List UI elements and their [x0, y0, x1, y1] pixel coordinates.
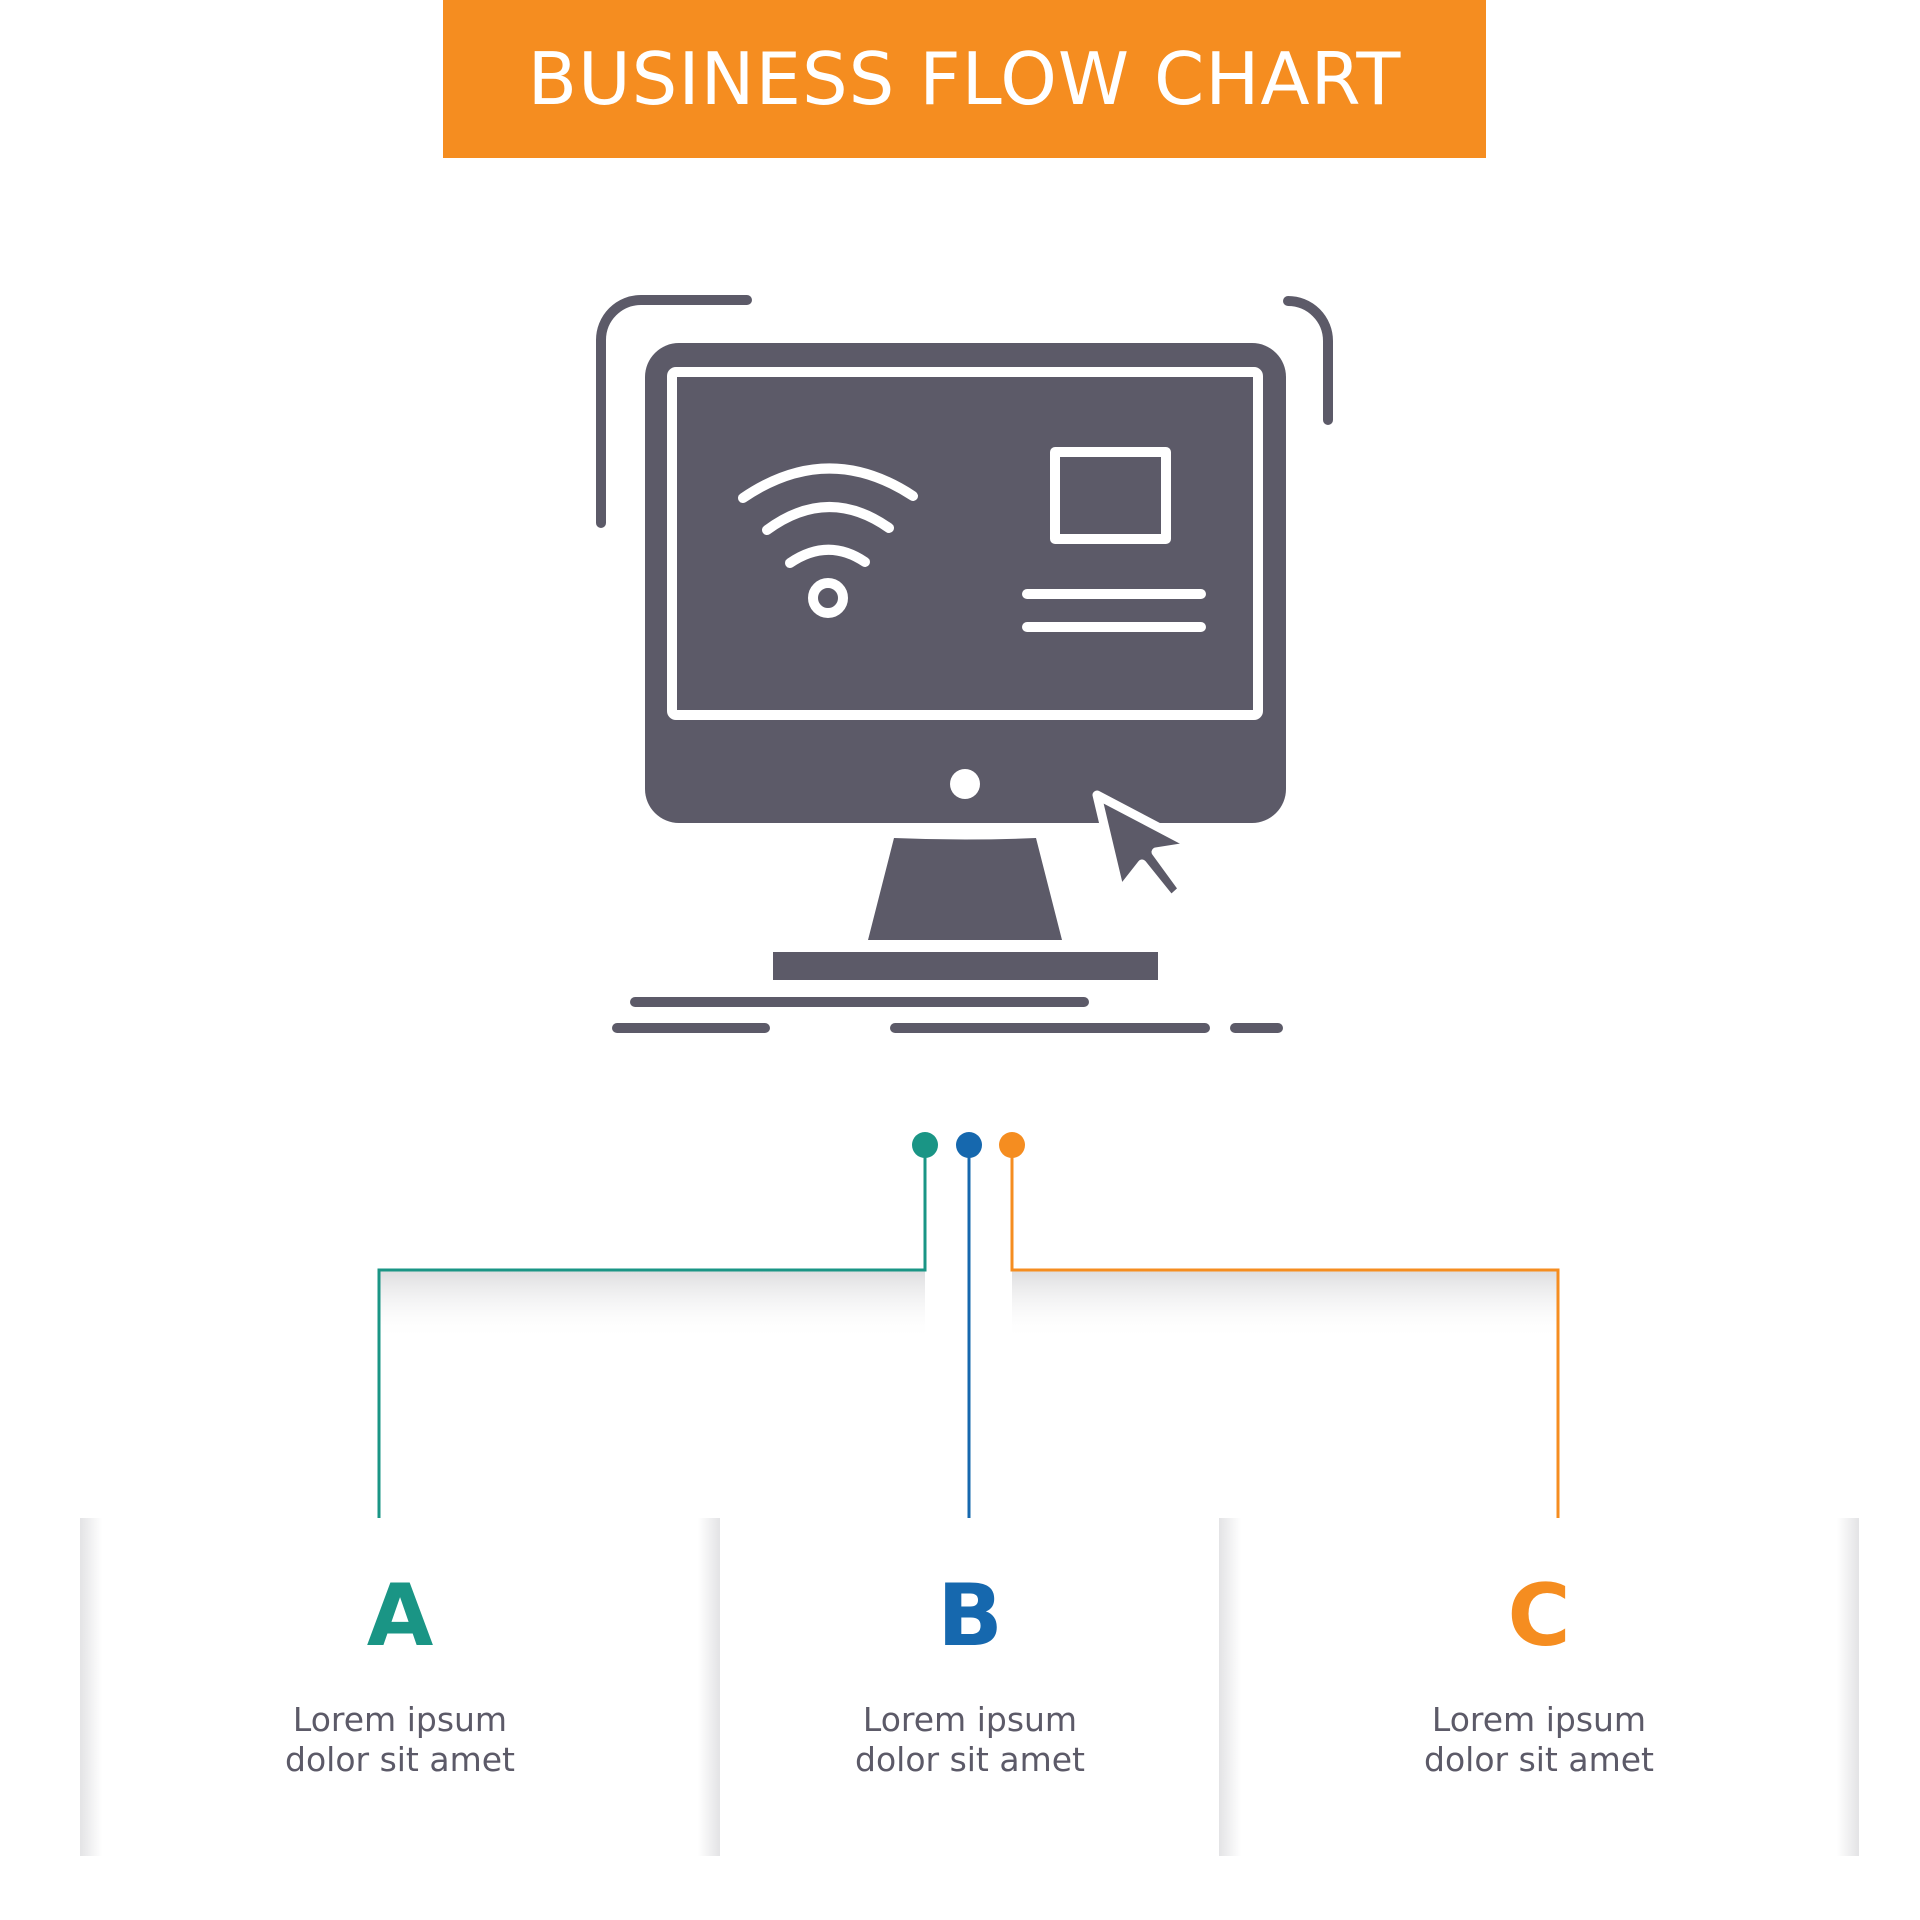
card-shade-left: [1219, 1518, 1241, 1856]
card-shade-left: [80, 1518, 102, 1856]
connectors: [377, 1145, 1560, 1540]
connector-a: [377, 1145, 927, 1540]
page-title: BUSINESS FLOW CHART: [527, 37, 1402, 121]
monitor-body: [645, 343, 1286, 823]
step-text-b: Lorem ipsum dolor sit amet: [855, 1700, 1085, 1779]
card-shade-right: [698, 1518, 720, 1856]
step-text-a: Lorem ipsum dolor sit amet: [285, 1700, 515, 1779]
monitor-stand: [868, 838, 1062, 940]
step-letter-c: C: [1507, 1566, 1571, 1666]
wifi-arc-middle: [762, 502, 894, 535]
node-dot-c: [999, 1132, 1025, 1158]
step-card-a: A Lorem ipsum dolor sit amet: [80, 1518, 720, 1856]
monitor-screen: [667, 367, 1263, 720]
cursor-arrow: [1092, 790, 1199, 905]
title-banner: BUSINESS FLOW CHART: [443, 0, 1486, 158]
connector-c: [1010, 1145, 1560, 1540]
computer-monitor-wifi-cursor-icon: [596, 295, 1333, 1033]
wifi-arc-inner: [785, 544, 870, 568]
node-dot-a: [912, 1132, 938, 1158]
wifi-dot: [808, 578, 848, 618]
corner-bracket-right: [1283, 296, 1333, 425]
shade-right: [1012, 1270, 1558, 1340]
monitor-base: [773, 952, 1158, 980]
power-button: [950, 769, 980, 799]
corner-bracket-left: [596, 295, 752, 528]
step-card-b: B Lorem ipsum dolor sit amet: [720, 1518, 1220, 1856]
image-placeholder: [1050, 447, 1171, 544]
step-letter-b: B: [937, 1566, 1003, 1666]
wifi-arc-outer: [738, 463, 918, 503]
node-dot-b: [956, 1132, 982, 1158]
step-letter-a: A: [366, 1566, 434, 1666]
card-shade-right: [1837, 1518, 1859, 1856]
step-text-c: Lorem ipsum dolor sit amet: [1424, 1700, 1654, 1779]
step-card-c: C Lorem ipsum dolor sit amet: [1219, 1518, 1859, 1856]
shade-left: [379, 1270, 925, 1340]
